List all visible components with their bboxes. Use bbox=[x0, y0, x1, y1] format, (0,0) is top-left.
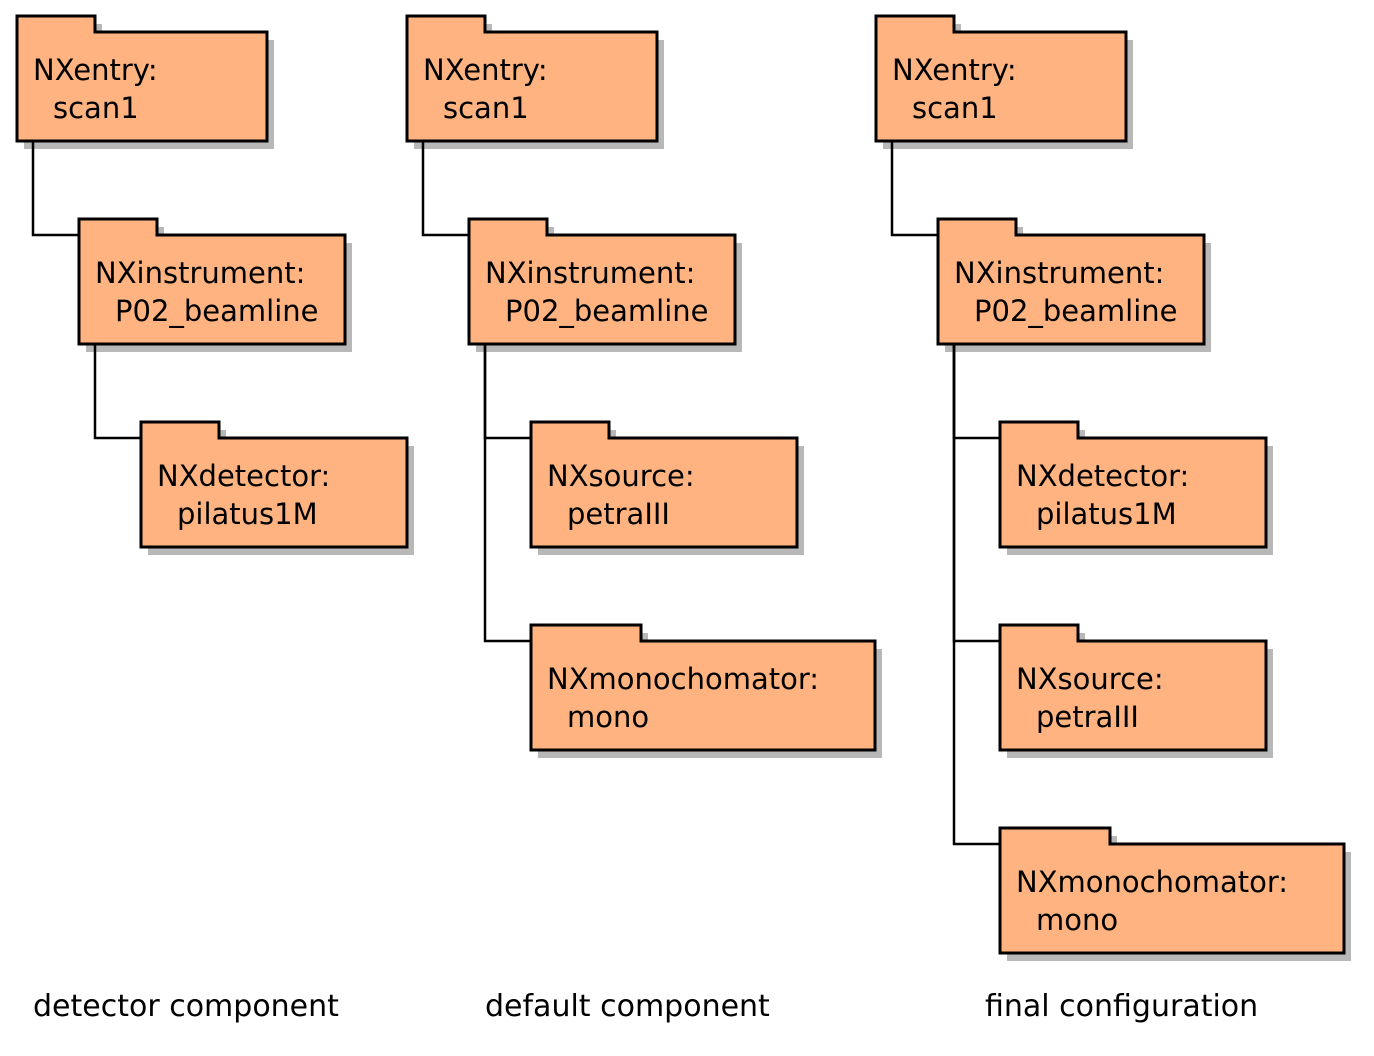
node-instance-label: petraIII bbox=[1036, 700, 1139, 734]
folder-icon bbox=[998, 420, 1268, 549]
node-layer: NXentry:scan1NXinstrument:P02_beamlineNX… bbox=[15, 14, 1346, 955]
connector-line bbox=[890, 141, 938, 237]
folder-icon bbox=[529, 420, 799, 549]
node-class-label: NXinstrument: bbox=[485, 256, 695, 290]
node-class-label: NXdetector: bbox=[157, 459, 330, 493]
folder-icon bbox=[77, 217, 347, 346]
tree-node: NXentry: scan1 bbox=[405, 14, 659, 143]
connector-line bbox=[952, 344, 1000, 440]
folder-icon bbox=[139, 420, 409, 549]
tree-node: NXdetector: pilatus1M bbox=[139, 420, 409, 549]
tree-caption: default component bbox=[485, 989, 770, 1024]
node-class-label: NXsource: bbox=[1016, 662, 1164, 696]
connector-line bbox=[483, 344, 531, 440]
node-instance-label: pilatus1M bbox=[177, 497, 318, 531]
connector-line bbox=[421, 141, 469, 237]
folder-icon bbox=[874, 14, 1128, 143]
node-class-label: NXentry: bbox=[423, 53, 548, 87]
connector-line bbox=[952, 344, 1000, 846]
tree-node: NXmonochomator: mono bbox=[529, 623, 877, 752]
tree-node: NXinstrument: P02_beamline bbox=[936, 217, 1206, 346]
node-instance-label: P02_beamline bbox=[974, 294, 1178, 328]
connector-layer bbox=[31, 141, 1000, 846]
tree-node: NXdetector: pilatus1M bbox=[998, 420, 1268, 549]
folder-icon bbox=[467, 217, 737, 346]
tree-node: NXentry: scan1 bbox=[874, 14, 1128, 143]
node-class-label: NXmonochomator: bbox=[547, 662, 819, 696]
node-class-label: NXmonochomator: bbox=[1016, 865, 1288, 899]
folder-icon bbox=[15, 14, 269, 143]
connector-line bbox=[952, 344, 1000, 643]
node-instance-label: mono bbox=[1036, 903, 1118, 937]
connector-line bbox=[31, 141, 79, 237]
tree-node: NXinstrument: P02_beamline bbox=[77, 217, 347, 346]
node-class-label: NXinstrument: bbox=[95, 256, 305, 290]
tree-node: NXsource: petraIII bbox=[998, 623, 1268, 752]
node-class-label: NXinstrument: bbox=[954, 256, 1164, 290]
node-class-label: NXsource: bbox=[547, 459, 695, 493]
tree-node: NXmonochomator: mono bbox=[998, 826, 1346, 955]
node-instance-label: petraIII bbox=[567, 497, 670, 531]
node-instance-label: pilatus1M bbox=[1036, 497, 1177, 531]
node-class-label: NXentry: bbox=[892, 53, 1017, 87]
tree-node: NXinstrument: P02_beamline bbox=[467, 217, 737, 346]
node-instance-label: P02_beamline bbox=[115, 294, 319, 328]
connector-line bbox=[93, 344, 141, 440]
tree-caption: final configuration bbox=[985, 989, 1258, 1024]
tree-caption: detector component bbox=[33, 989, 339, 1024]
node-instance-label: P02_beamline bbox=[505, 294, 709, 328]
node-instance-label: scan1 bbox=[443, 91, 529, 125]
folder-icon bbox=[529, 623, 877, 752]
folder-icon bbox=[405, 14, 659, 143]
node-class-label: NXentry: bbox=[33, 53, 158, 87]
node-instance-label: scan1 bbox=[912, 91, 998, 125]
folder-icon bbox=[998, 623, 1268, 752]
connector-line bbox=[483, 344, 531, 643]
node-instance-label: scan1 bbox=[53, 91, 139, 125]
folder-icon bbox=[936, 217, 1206, 346]
tree-node: NXsource: petraIII bbox=[529, 420, 799, 549]
tree-node: NXentry: scan1 bbox=[15, 14, 269, 143]
node-class-label: NXdetector: bbox=[1016, 459, 1189, 493]
caption-layer: detector component default component final… bbox=[33, 989, 1258, 1024]
folder-icon bbox=[998, 826, 1346, 955]
node-instance-label: mono bbox=[567, 700, 649, 734]
